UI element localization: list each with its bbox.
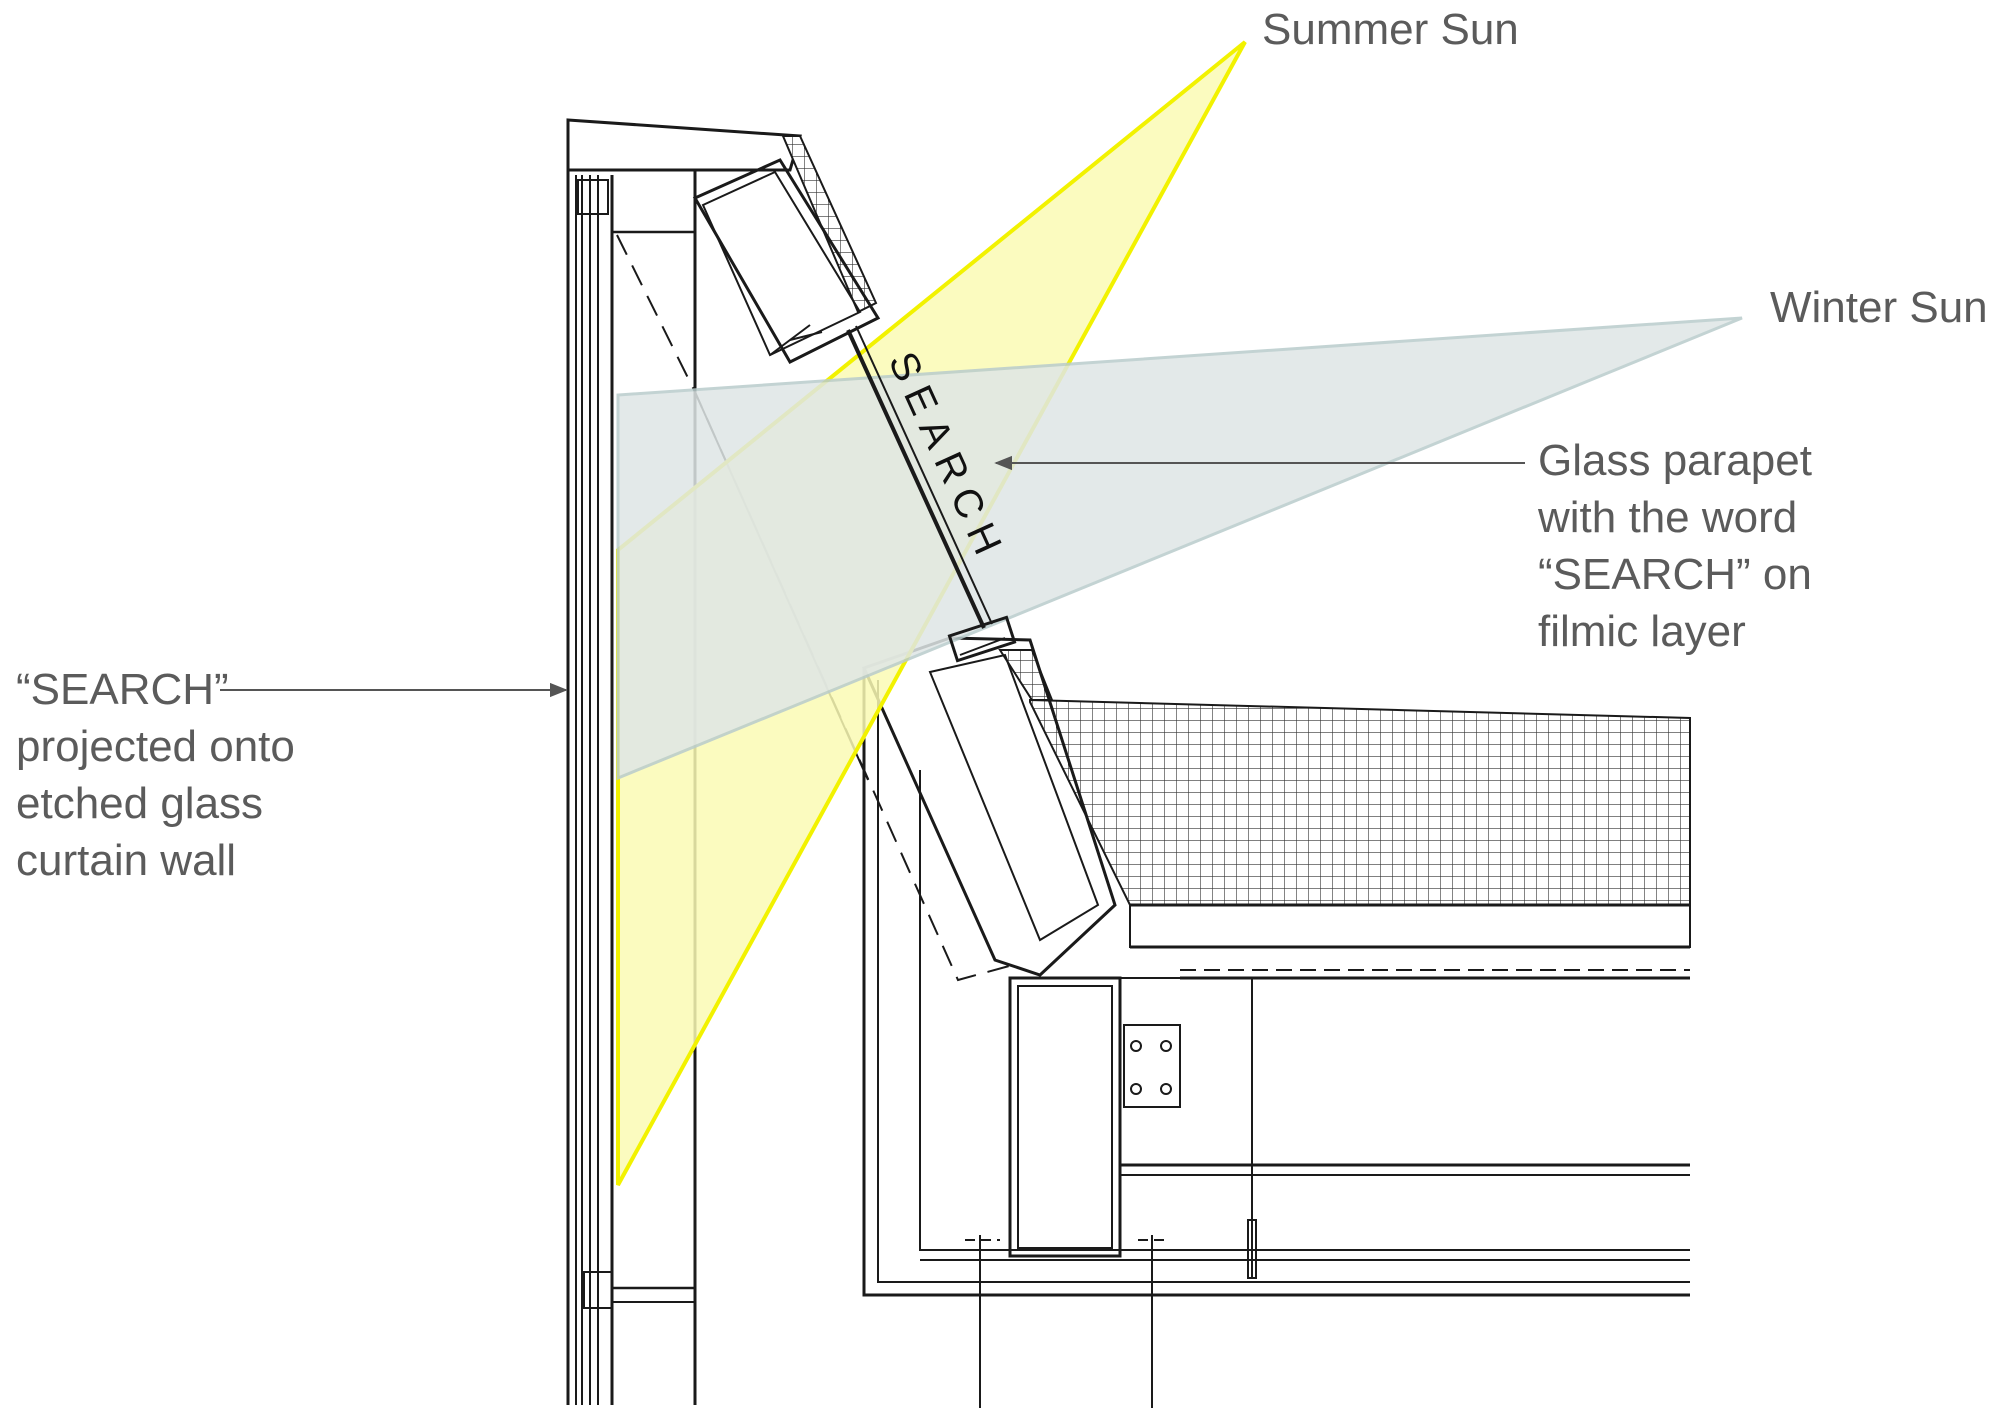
winter-sun-beam: [616, 316, 1743, 781]
winter-sun-label: Winter Sun: [1770, 283, 1988, 332]
wall-label-line-3: etched glass: [16, 779, 263, 828]
parapet-label-line-4: filmic layer: [1538, 607, 1746, 656]
parapet-label-line-1: Glass parapet: [1538, 436, 1812, 485]
wall-label-line-1: “SEARCH”: [16, 665, 229, 714]
parapet-label-line-3: “SEARCH” on: [1538, 550, 1812, 599]
upper-parapet: [566, 118, 881, 364]
summer-sun-label: Summer Sun: [1262, 5, 1519, 54]
lower-upstand: [616, 234, 1691, 1408]
glass-parapet-callout: Glass parapet with the word “SEARCH” on …: [994, 436, 1812, 656]
wall-label-line-2: projected onto: [16, 722, 295, 771]
glass-parapet: [846, 325, 1017, 663]
wall-label-line-4: curtain wall: [16, 836, 236, 885]
curtain-wall-callout: “SEARCH” projected onto etched glass cur…: [16, 665, 568, 885]
parapet-label-line-2: with the word: [1537, 493, 1797, 542]
